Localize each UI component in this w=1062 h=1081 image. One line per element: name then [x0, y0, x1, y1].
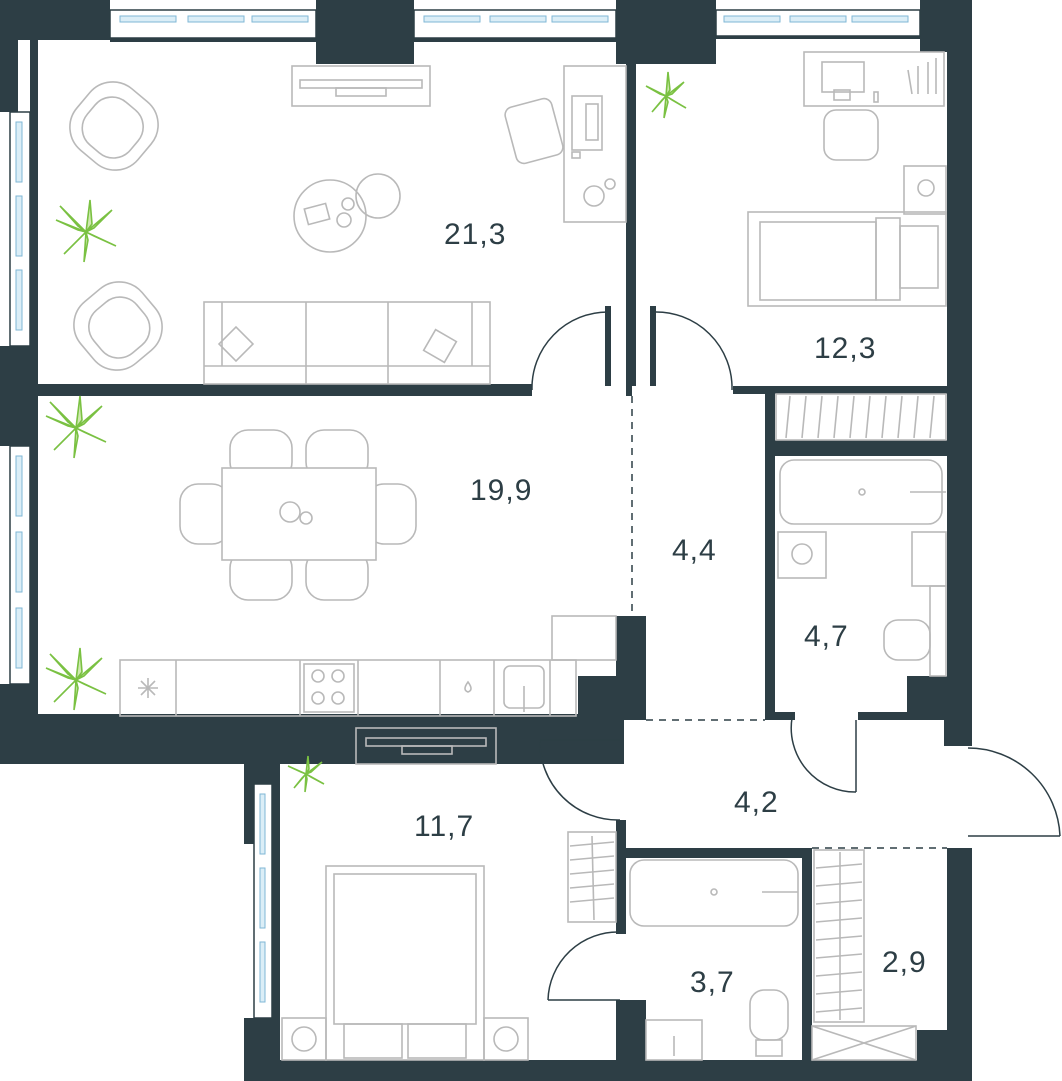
kitchen-furniture	[119, 615, 617, 717]
bathroom-lower-fixtures	[629, 859, 799, 1061]
windows	[9, 9, 921, 1019]
area-label-hall: 4,2	[734, 786, 779, 819]
area-label-bedroom-top-right: 12,3	[814, 332, 876, 365]
area-label-bathroom-upper: 4,7	[804, 620, 849, 653]
walls	[0, 0, 972, 1081]
doors	[531, 311, 1061, 1001]
area-label-bathroom-lower: 3,7	[690, 966, 735, 999]
armchair-top	[69, 81, 159, 171]
area-label-living: 21,3	[444, 218, 506, 251]
area-label-corridor-upper: 4,4	[672, 534, 717, 567]
plant-icon	[287, 755, 325, 793]
bedroom-top-furniture	[747, 51, 947, 441]
storage-fixtures	[811, 849, 917, 1061]
area-label-bedroom-bottom-left: 11,7	[414, 810, 474, 843]
area-labels: 21,3 12,3 19,9 4,4 4,7 4,2 11,7 3,7 2,9	[414, 218, 927, 999]
plant-icon	[55, 199, 117, 263]
plant-icon	[645, 71, 687, 119]
living-furniture	[69, 65, 627, 385]
plant-icon	[45, 647, 107, 711]
wardrobe-hangers-top	[785, 395, 935, 439]
open-boundaries	[631, 396, 947, 849]
area-label-storage: 2,9	[882, 946, 927, 979]
plant-icon	[45, 395, 107, 459]
bedroom-bottom-furniture	[281, 727, 617, 1061]
bathroom-upper-fixtures	[777, 459, 947, 677]
dining-furniture	[179, 429, 417, 601]
armchair-bottom	[73, 281, 163, 371]
area-label-kitchen-dining: 19,9	[470, 474, 532, 507]
